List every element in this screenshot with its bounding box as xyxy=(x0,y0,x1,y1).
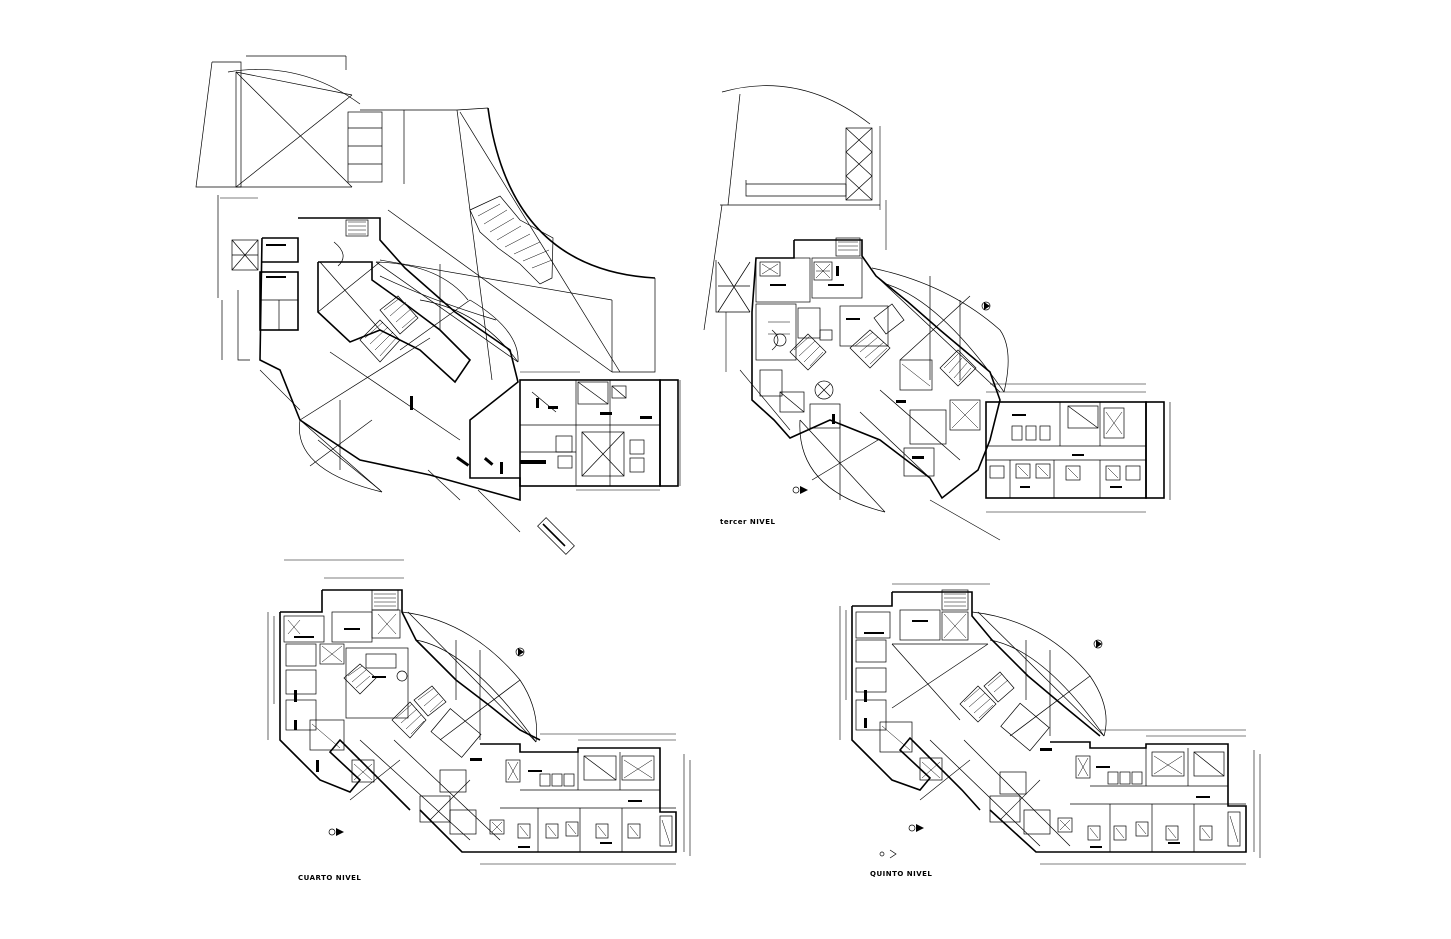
fifth-north-arrow-icon xyxy=(879,639,1103,859)
ground-building xyxy=(259,217,521,502)
curved-stair xyxy=(469,195,554,285)
fourth-north-arrow-icon xyxy=(328,647,525,836)
third-dimension-lines xyxy=(725,312,1001,541)
ground-right-wing xyxy=(519,371,681,491)
fifth-dimension-lines xyxy=(839,606,1041,821)
plan-title-fourth-level: CUARTO NIVEL xyxy=(298,874,362,882)
atrium-node xyxy=(375,261,519,363)
fourth-building xyxy=(279,559,541,841)
fourth-right-wing xyxy=(419,733,691,865)
ground-entrance-canopy xyxy=(298,400,383,493)
plaza-outline xyxy=(360,107,656,381)
fifth-building xyxy=(851,583,1101,847)
third-north-arrow-icon xyxy=(792,301,991,494)
fifth-atrium-node xyxy=(971,611,1107,737)
scale-bar-icon xyxy=(537,517,575,555)
third-canopy xyxy=(720,85,887,250)
service-block xyxy=(217,195,299,361)
fourth-dimension-lines xyxy=(267,612,471,821)
fifth-right-wing xyxy=(989,729,1261,865)
parking-stalls xyxy=(347,110,405,184)
plan-fifth-level xyxy=(839,583,1261,865)
plan-ground-level xyxy=(195,55,681,555)
third-left-mast xyxy=(703,204,751,331)
ground-dimension-lines xyxy=(220,197,521,533)
third-entrance-canopy xyxy=(799,419,886,513)
third-right-wing xyxy=(985,383,1171,513)
plan-title-fifth-level: QUINTO NIVEL xyxy=(870,870,933,878)
plan-fourth-level xyxy=(267,559,691,865)
entrance-canopy xyxy=(195,55,361,188)
plan-third-level xyxy=(703,85,1171,541)
third-building xyxy=(751,237,1001,500)
plan-title-third-level: tercer NIVEL xyxy=(720,518,776,526)
fourth-atrium-node xyxy=(401,611,537,743)
third-atrium-node xyxy=(871,267,1009,393)
